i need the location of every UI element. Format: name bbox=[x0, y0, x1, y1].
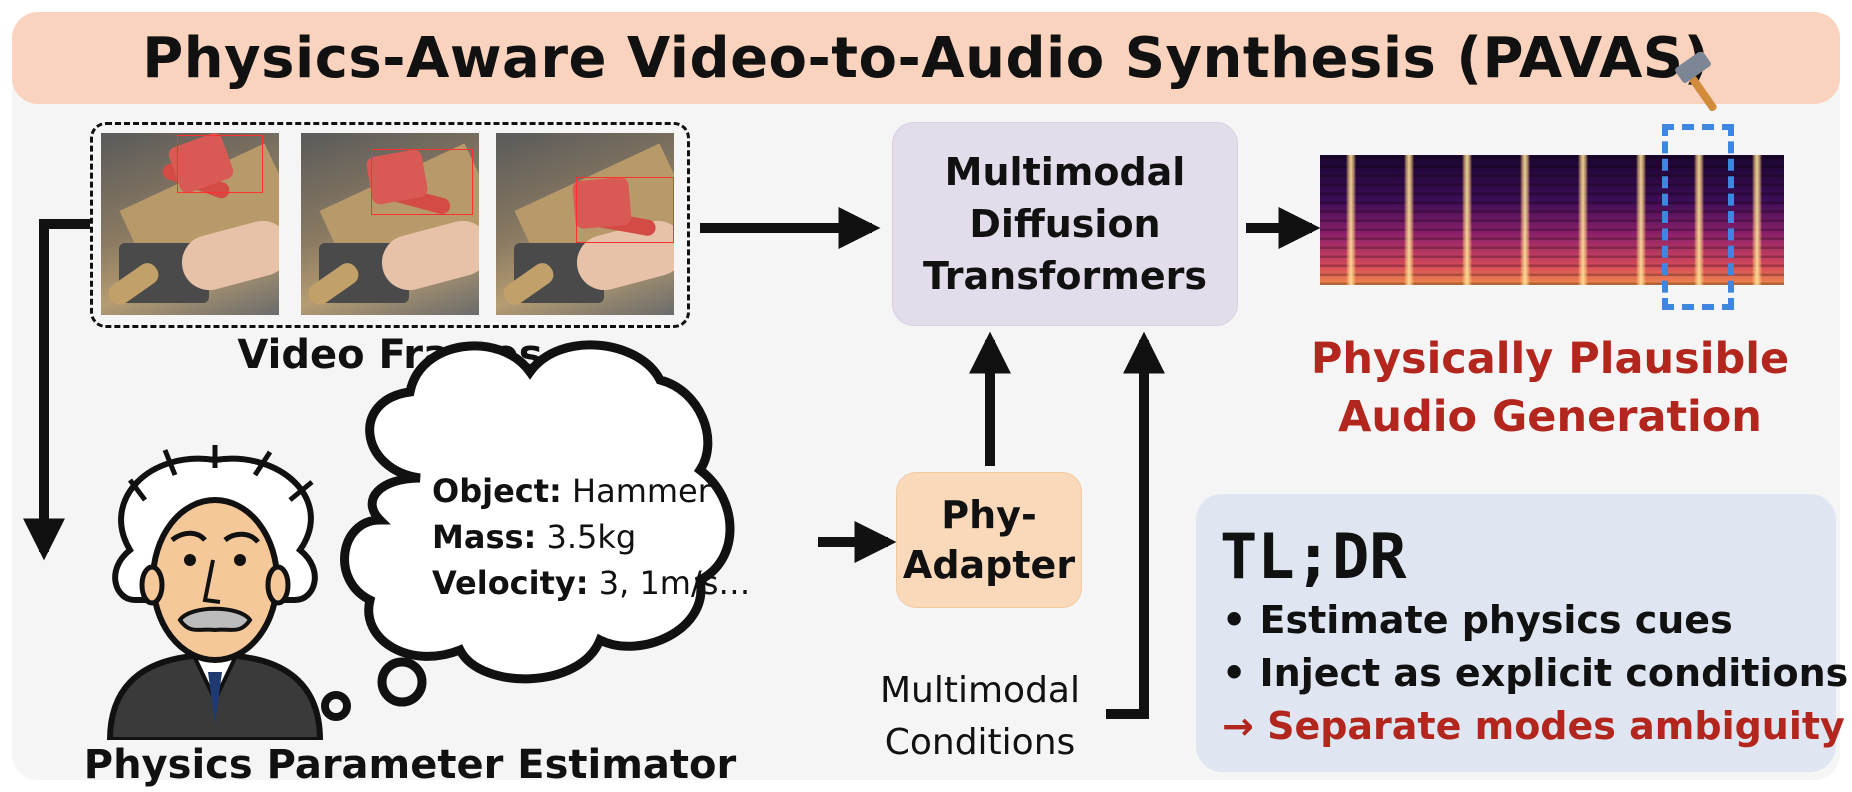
node-label-line: Adapter bbox=[903, 540, 1075, 590]
tldr-item: • Estimate physics cues bbox=[1222, 598, 1733, 642]
node-label-line: Phy- bbox=[903, 490, 1075, 540]
einstein-avatar-icon bbox=[90, 440, 340, 740]
tldr-item: → Separate modes ambiguity bbox=[1222, 704, 1845, 748]
multimodal-conditions-label: Multimodal Conditions bbox=[860, 665, 1100, 769]
frames-to-estimator-arrow bbox=[44, 224, 90, 552]
conditions-to-dit-arrow bbox=[1106, 340, 1144, 714]
conditions-label-line: Conditions bbox=[860, 717, 1100, 769]
thought-bubble-large bbox=[382, 662, 422, 702]
physics-param-line: Object: Hammer bbox=[432, 468, 762, 514]
tldr-title: TL;DR bbox=[1220, 520, 1407, 593]
physics-parameter-estimator-label: Physics Parameter Estimator bbox=[80, 742, 740, 788]
tldr-item: • Inject as explicit conditions bbox=[1222, 651, 1848, 695]
physics-param-line: Velocity: 3, 1m/s… bbox=[432, 560, 762, 606]
conditions-label-line: Multimodal bbox=[860, 665, 1100, 717]
phy-adapter-node: Phy- Adapter bbox=[896, 472, 1082, 608]
physics-parameters-text: Object: Hammer Mass: 3.5kg Velocity: 3, … bbox=[432, 468, 762, 606]
physics-param-line: Mass: 3.5kg bbox=[432, 514, 762, 560]
